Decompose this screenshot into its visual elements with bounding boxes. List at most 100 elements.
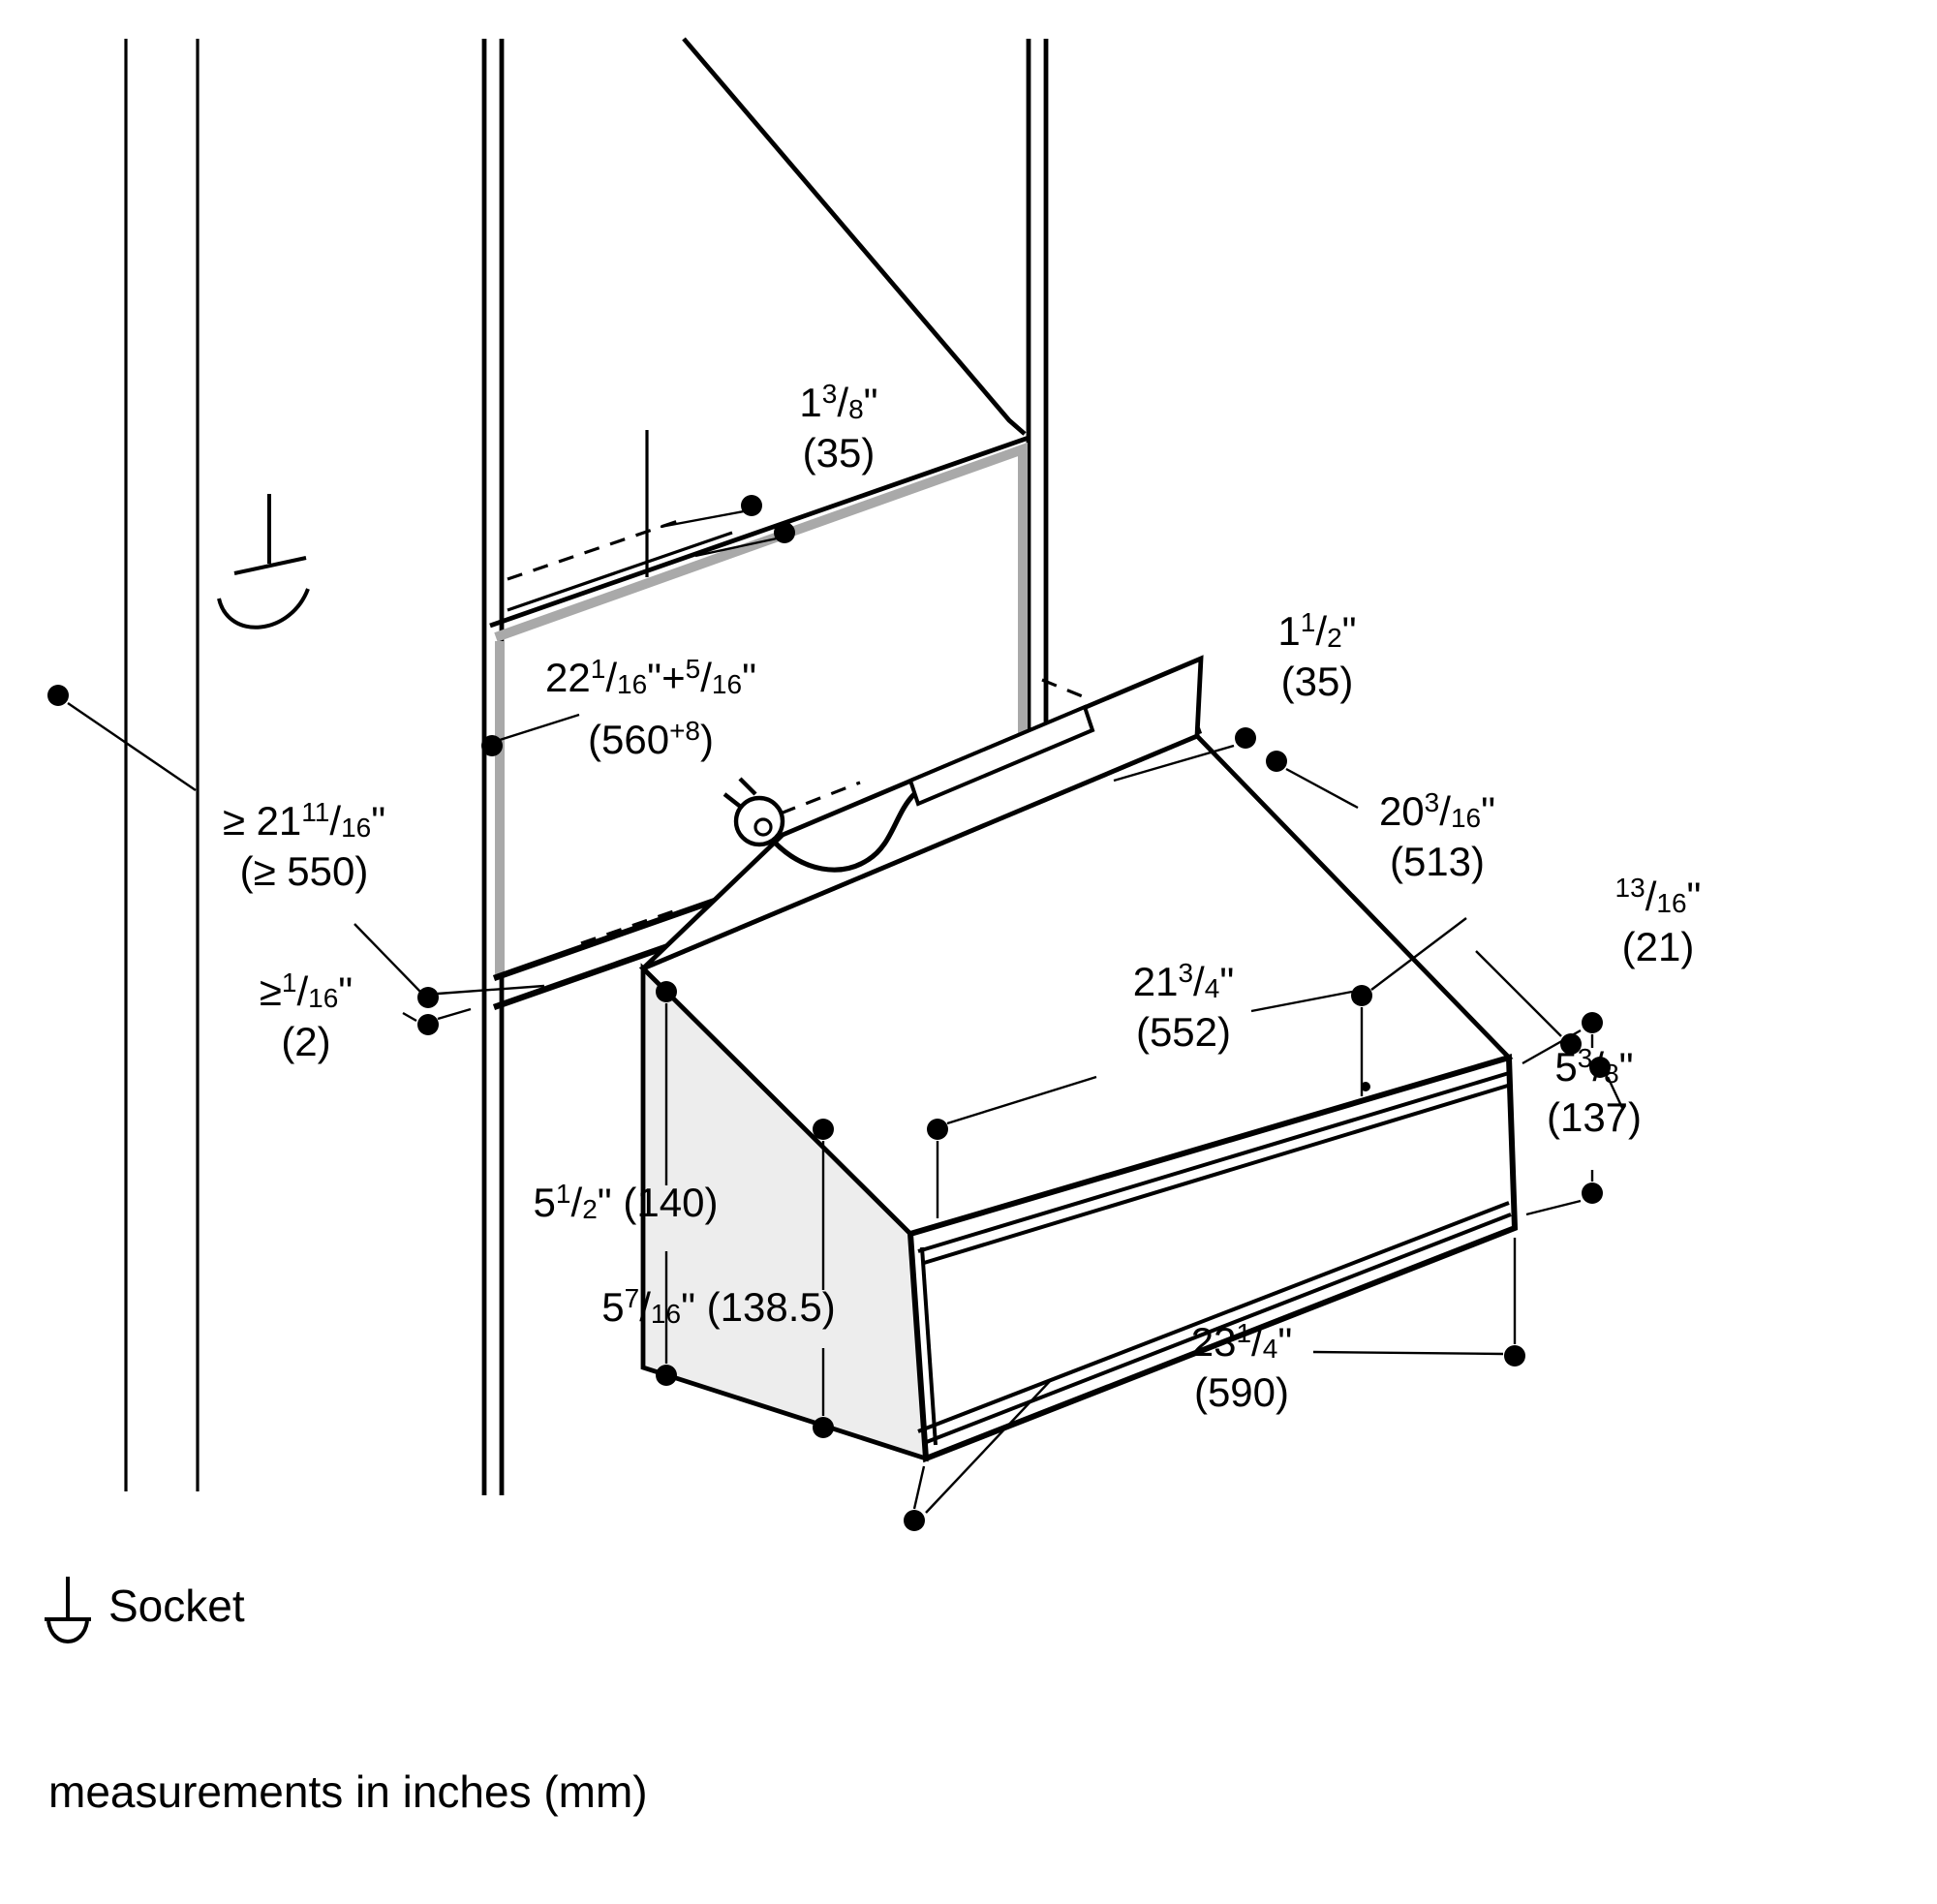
dim-text-part: " [1618, 1046, 1634, 1090]
dim-body-depth: 203/16" (513) [1379, 779, 1495, 887]
dim-line: (35) [1277, 660, 1356, 707]
cabinet-outline [481, 37, 1049, 1495]
dim-line: (≥ 550) [223, 850, 385, 897]
dim-line: (35) [799, 432, 877, 478]
footer-units-note: measurements in inches (mm) [48, 1766, 648, 1817]
dim-text-part: 3 [821, 378, 838, 409]
dim-text-part: 16 [1450, 802, 1482, 833]
dim-text-part: 1 [555, 1178, 571, 1209]
dim-text-part: 1 [590, 653, 606, 684]
dim-text-part: 11 [301, 796, 330, 827]
dim-text-part: ≥ [259, 970, 282, 1015]
dim-line: (552) [1133, 1011, 1235, 1058]
dim-text-part: (560 [588, 719, 670, 763]
dim-text-part: " [338, 970, 354, 1015]
dim-line: (513) [1379, 841, 1495, 887]
dim-line: 213/4" [1133, 949, 1235, 1011]
dim-text-part: 16 [617, 668, 648, 699]
dim-text-part: (≥ 550) [239, 850, 369, 895]
niche-interior-lines [507, 430, 1086, 945]
dim-text-part: 1 [799, 382, 822, 426]
dim-height-overall: 51/2" (140) [534, 1170, 719, 1232]
dim-text-part: 1 [281, 967, 297, 998]
dim-niche-depth: ≥ 2111/16" (≥ 550) [223, 788, 385, 897]
dim-text-part: 8 [1604, 1058, 1619, 1089]
legend-socket-icon [45, 1577, 91, 1643]
dim-text-part: 3 [1178, 957, 1194, 988]
dimension-dots [417, 495, 1611, 1531]
dim-text-part: (35) [1280, 660, 1354, 705]
dim-niche-width: 221/16"+5/16" (560+8) [545, 645, 756, 765]
dim-text-part: 2 [582, 1193, 598, 1224]
dim-text-part: / [639, 1286, 651, 1331]
socket-symbol [217, 494, 310, 630]
dim-line: (137) [1547, 1096, 1642, 1143]
dim-panel-height: 53/8" (137) [1547, 1034, 1642, 1143]
legend-socket-label: Socket [108, 1581, 245, 1631]
dim-text-part: / [329, 800, 342, 845]
drawer-front-panel [907, 1054, 1519, 1463]
dim-text-part: 5 [685, 653, 701, 684]
dim-line: 11/2" [1277, 599, 1356, 660]
dim-text-part: 13 [1614, 872, 1645, 903]
dim-text-part: 2 [1327, 622, 1342, 653]
niche-highlight [494, 442, 1028, 974]
dim-text-part: " [681, 1286, 695, 1331]
dim-text-part: / [1645, 875, 1657, 920]
power-cord [773, 792, 916, 873]
dim-line: (590) [1191, 1371, 1293, 1418]
dimension-leader-lines [354, 509, 1625, 1514]
dim-text-part: 4 [1204, 972, 1220, 1003]
dim-niche-rear-clearance: 13/8" (35) [799, 370, 877, 478]
dim-text-part: (2) [281, 1021, 331, 1065]
dim-text-part: + [661, 657, 686, 701]
dim-text-part: (35) [802, 432, 876, 476]
dim-text-part: (21) [1621, 926, 1695, 970]
dim-text-part: / [1251, 1321, 1263, 1366]
dim-line: (2) [260, 1021, 353, 1067]
dim-text-part: 1 [1236, 1317, 1252, 1348]
dim-text-part: / [296, 970, 309, 1015]
dim-text-part: / [605, 657, 617, 701]
dim-text-part: ) [700, 719, 714, 763]
dim-top-clearance: 11/2" (35) [1277, 599, 1356, 707]
dim-text-part: 21 [1132, 961, 1179, 1005]
dim-line: 221/16"+5/16" [545, 645, 756, 707]
dim-rear-gap: ≥1/16" (2) [260, 959, 353, 1067]
socket-leader [47, 685, 197, 791]
dim-text-part: 1 [1300, 606, 1316, 637]
dim-text-part: / [837, 382, 849, 426]
dim-text-part: 23 [1190, 1321, 1237, 1366]
dim-text-part: " [1686, 875, 1702, 920]
dim-text-part: (590) [1193, 1371, 1290, 1416]
dim-text-part: 3 [1577, 1042, 1593, 1073]
dim-text-part: (552) [1135, 1011, 1232, 1056]
dim-text-part: ≥ 21 [222, 800, 302, 845]
dim-text-part: " [1219, 961, 1235, 1005]
dim-body-height: 57/16" (138.5) [601, 1274, 836, 1336]
dim-text-part: / [1592, 1046, 1605, 1090]
dim-text-part: 16 [711, 668, 743, 699]
dim-text-part: / [1439, 790, 1451, 835]
dim-text-part: 16 [650, 1298, 682, 1329]
dim-text-part: 5 [601, 1286, 625, 1331]
dim-body-width: 213/4" (552) [1133, 949, 1235, 1058]
dim-line: 203/16" [1379, 779, 1495, 841]
dim-line: 13/16" [1615, 864, 1702, 926]
panel-indicator-dot [1361, 1082, 1370, 1091]
dim-line: ≥1/16" [260, 959, 353, 1021]
dim-text-part: " [597, 1182, 612, 1226]
dim-text-part: (138.5) [695, 1286, 836, 1331]
dim-text-part: " [647, 657, 662, 701]
wall-lines [124, 39, 200, 1491]
dim-line: 231/4" [1191, 1309, 1293, 1371]
dim-line: (560+8) [545, 707, 756, 765]
dim-text-part: / [1193, 961, 1205, 1005]
dim-text-part: 16 [1656, 887, 1687, 918]
dim-line: 13/8" [799, 370, 877, 432]
dim-text-part: " [863, 382, 878, 426]
dim-panel-gap: 13/16" (21) [1615, 864, 1702, 972]
dim-text-part: 1 [1277, 610, 1301, 655]
